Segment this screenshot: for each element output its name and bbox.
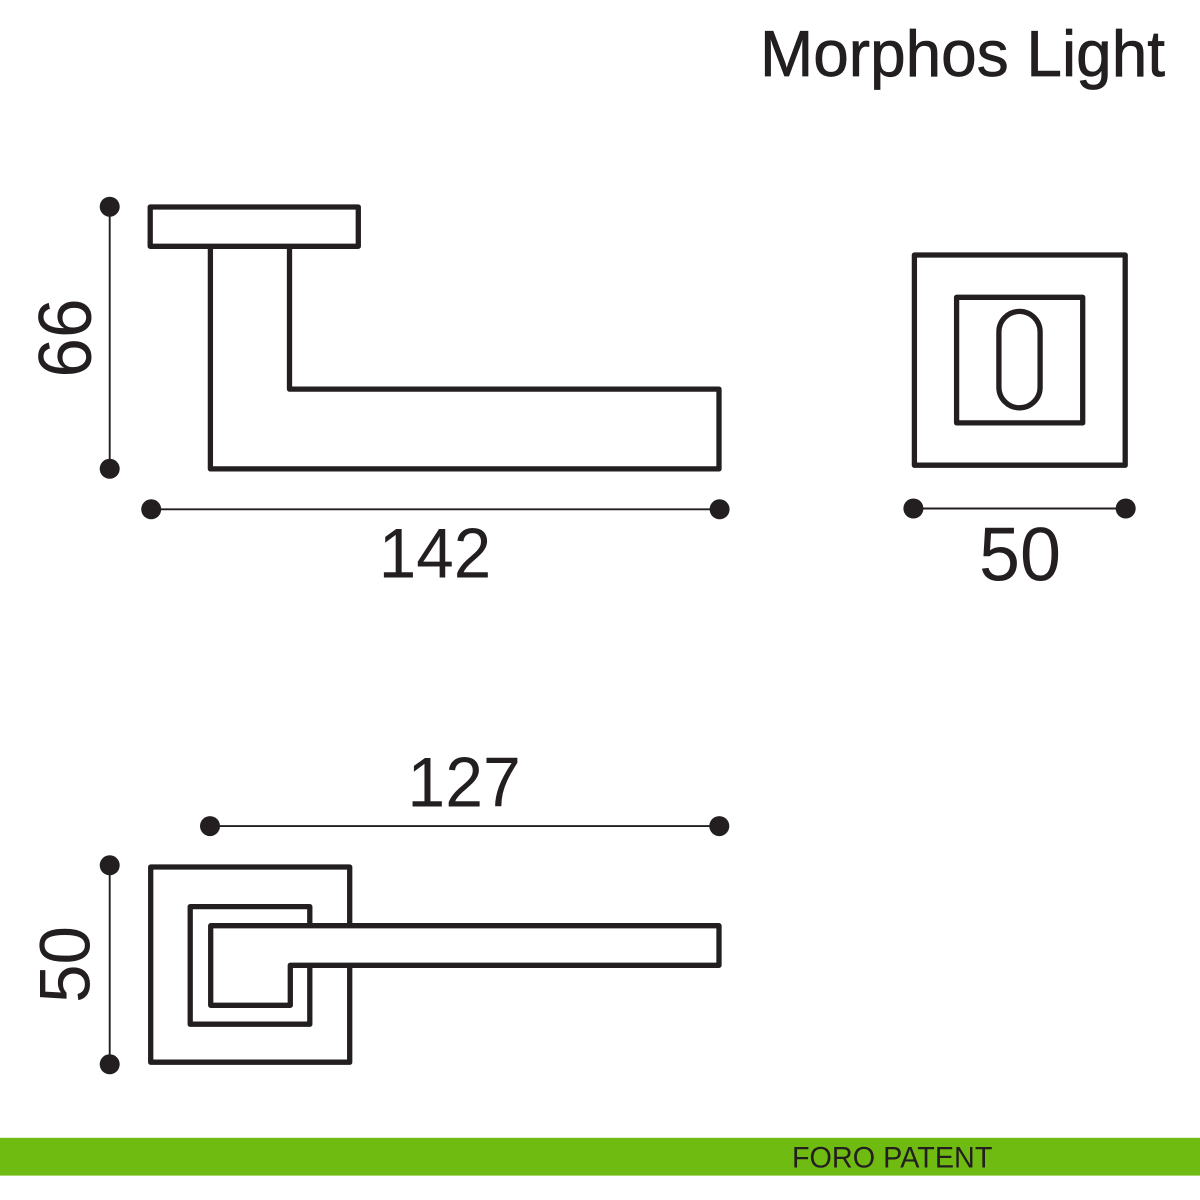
svg-text:50: 50 [979,513,1061,598]
svg-text:50: 50 [27,926,106,1003]
svg-text:127: 127 [407,743,520,822]
svg-text:66: 66 [23,298,107,377]
svg-text:Morphos Light: Morphos Light [760,18,1165,90]
svg-text:FORO PATENT: FORO PATENT [792,1142,993,1175]
svg-text:142: 142 [379,513,491,592]
